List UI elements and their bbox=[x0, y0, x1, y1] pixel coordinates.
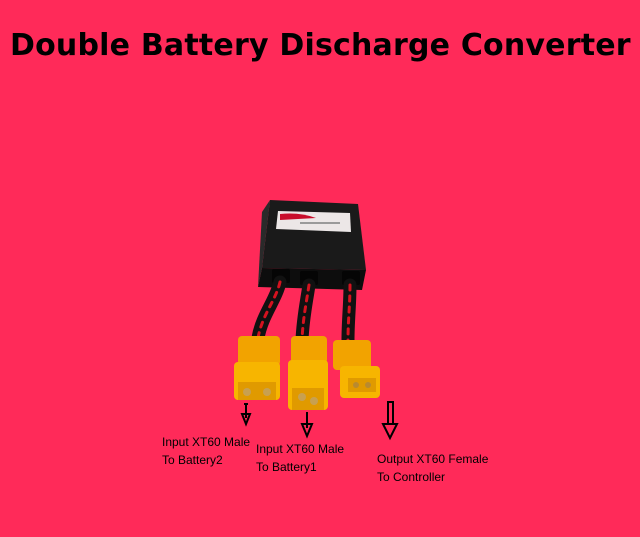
arrow-down-icon-3 bbox=[381, 401, 399, 441]
arrow-down-icon-1 bbox=[240, 403, 252, 427]
label-battery1: Input XT60 Male To Battery1 bbox=[256, 442, 345, 474]
arrow-down-icon-2 bbox=[300, 412, 314, 439]
xt60-male-connector-2 bbox=[288, 336, 328, 410]
converter-box bbox=[258, 200, 366, 290]
xt60-male-connector-1 bbox=[234, 336, 280, 400]
xt60-female-connector bbox=[333, 340, 380, 398]
cables bbox=[251, 275, 357, 347]
page-title: Double Battery Discharge Converter bbox=[10, 28, 631, 63]
label-controller: Output XT60 Female To Controller bbox=[377, 452, 489, 484]
label-battery2: Input XT60 Male To Battery2 bbox=[162, 435, 251, 467]
